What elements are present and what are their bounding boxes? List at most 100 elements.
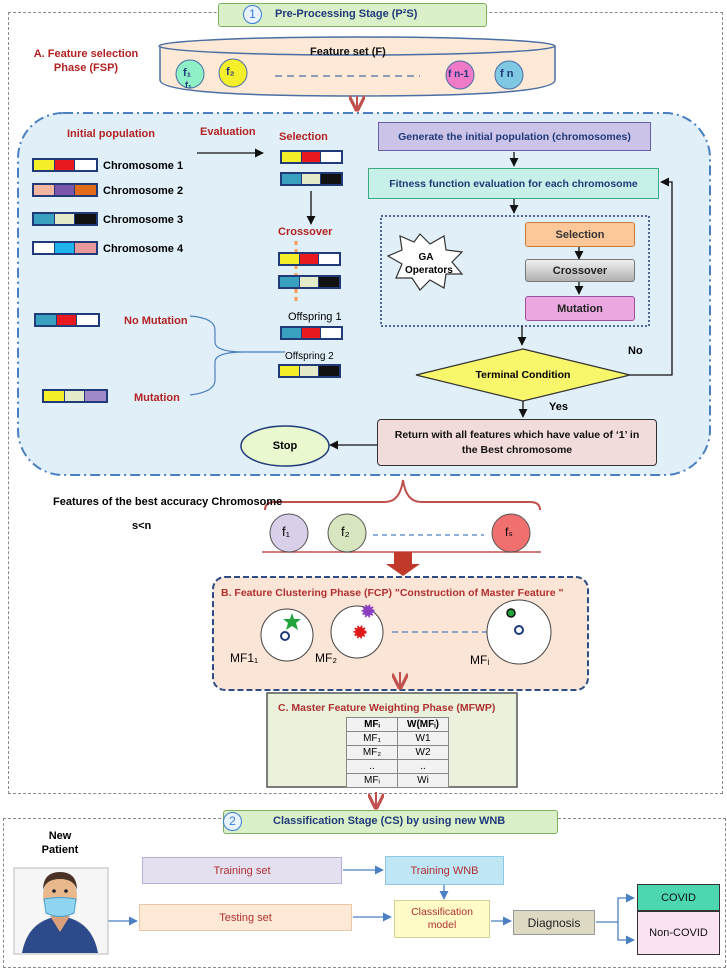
initial-population-label: Initial population xyxy=(67,128,155,140)
selected-chromosome-2 xyxy=(280,172,343,186)
ga-operators-box xyxy=(380,215,650,327)
no-label: No xyxy=(628,345,643,357)
feature-fn-label: f n xyxy=(500,68,514,80)
crossover-chromosome-2 xyxy=(278,275,341,289)
selected-chromosome-1 xyxy=(280,150,343,164)
fcp-title: B. Feature Clustering Phase (FCP) "Const… xyxy=(221,587,564,599)
clusteri-label: MFᵢ xyxy=(470,653,490,667)
training-set-box: Training set xyxy=(142,857,342,884)
mfwp-header-mf: MFᵢ xyxy=(346,717,398,732)
mfwp-cell: MF₂ xyxy=(346,745,398,760)
feature-set-title: Feature set (F) xyxy=(310,46,386,58)
cluster1-star xyxy=(283,613,301,630)
diagnosis-box: Diagnosis xyxy=(513,910,595,935)
chromosome-4-label: Chromosome 4 xyxy=(103,243,184,255)
feature-f1-label: f₁ xyxy=(183,67,192,79)
new-patient-line2: Patient xyxy=(41,844,79,856)
best-condition: s<n xyxy=(132,520,152,532)
best-f1-circle xyxy=(269,513,309,553)
fcp-box xyxy=(212,576,589,691)
mfwp-title: C. Master Feature Weighting Phase (MFWP) xyxy=(278,702,496,714)
classification-line1: Classification xyxy=(411,906,473,918)
training-wnb-box: Training WNB xyxy=(385,856,504,885)
big-red-arrow xyxy=(386,552,420,576)
ga-operators-line2: Operators xyxy=(405,265,453,276)
stop-ellipse xyxy=(240,425,330,467)
mutation-chromosome xyxy=(42,389,108,403)
yes-label: Yes xyxy=(549,401,568,413)
op-crossover-box: Crossover xyxy=(525,259,635,282)
feature-f2-circle xyxy=(218,58,248,88)
arrow-diagnosis-to-noncovid xyxy=(617,922,635,945)
best-features-title: Features of the best accuracy Chromosome xyxy=(53,496,283,508)
feature-fn1-label: f n-1 xyxy=(448,69,470,80)
feature-f1-circle xyxy=(175,59,205,89)
stage2-title: Classification Stage (CS) by using new W… xyxy=(273,815,506,827)
fsp-label-line2: Phase (FSP) xyxy=(53,62,119,74)
stage1-header xyxy=(218,3,487,27)
chromosome-2 xyxy=(32,183,98,197)
stage2-number-badge: 2 xyxy=(223,812,242,831)
chromosome-4 xyxy=(32,241,98,255)
mfwp-cell: MF₁ xyxy=(346,731,398,746)
new-patient-label: New Patient xyxy=(40,829,80,857)
terminal-condition-label: Terminal Condition xyxy=(475,369,571,381)
mfwp-cell: MFᵢ xyxy=(346,773,398,788)
feature-f2-label: f₂ xyxy=(226,66,235,78)
feature-fn1-circle xyxy=(445,60,475,90)
mfwp-cell: W2 xyxy=(397,745,449,760)
table-row: .... xyxy=(346,759,449,774)
offspring-1-label: Offspring 1 xyxy=(288,311,342,323)
best-fs-circle xyxy=(491,513,531,553)
clusteri-green xyxy=(506,608,516,618)
mfwp-table-header: MFᵢ W(MFᵢ) xyxy=(346,717,449,732)
clusteri-blue xyxy=(514,625,524,635)
cluster2-purple xyxy=(361,604,375,618)
arrow-diagnosis-to-covid xyxy=(596,893,635,923)
best-f1-label: f₁ xyxy=(282,524,290,539)
feature-f1-stray-label: f₁ xyxy=(185,80,192,90)
no-mutation-chromosome xyxy=(34,313,100,327)
best-features-brace xyxy=(264,479,541,511)
ga-operators-line1: GA xyxy=(418,252,434,263)
mutation-label: Mutation xyxy=(134,392,180,404)
cluster1-label: MF1₁ xyxy=(230,651,259,665)
testing-set-box: Testing set xyxy=(139,904,352,931)
cluster2-red xyxy=(353,625,367,639)
best-f2-circle xyxy=(327,513,367,553)
op-mutation-box: Mutation xyxy=(525,296,635,321)
feature-fn-circle xyxy=(494,60,524,90)
stage1-number-badge: 1 xyxy=(243,5,262,24)
selection-label: Selection xyxy=(279,131,328,143)
generate-population-box: Generate the initial population (chromos… xyxy=(378,122,651,151)
covid-box: COVID xyxy=(637,884,720,911)
fsp-label-line1: A. Feature selection xyxy=(33,48,139,60)
fsp-label: A. Feature selection Phase (FSP) xyxy=(26,47,146,75)
crossover-label: Crossover xyxy=(278,226,333,238)
chromosome-3-label: Chromosome 3 xyxy=(103,214,184,226)
offspring-1-chromosome xyxy=(280,326,343,340)
return-line2: the Best chromosome xyxy=(461,443,573,456)
op-selection-box: Selection xyxy=(525,222,635,247)
chromosome-1 xyxy=(32,158,98,172)
best-fs-label: fₛ xyxy=(505,525,513,539)
offspring-2-chromosome xyxy=(278,364,341,378)
offspring-2-label: Offspring 2 xyxy=(285,351,334,362)
non-covid-box: Non-COVID xyxy=(637,911,720,955)
no-loop-arrow xyxy=(630,177,673,376)
best-f2-label: f₂ xyxy=(341,524,350,539)
chromosome-1-label: Chromosome 1 xyxy=(103,160,184,172)
chromosome-2-label: Chromosome 2 xyxy=(103,185,184,197)
classification-line2: model xyxy=(427,919,457,931)
mfwp-cell: W1 xyxy=(397,731,449,746)
return-best-box: Return with all features which have valu… xyxy=(377,419,657,466)
return-line1: Return with all features which have valu… xyxy=(394,428,640,441)
fitness-evaluation-box: Fitness function evaluation for each chr… xyxy=(368,168,659,199)
crossover-chromosome-1 xyxy=(278,252,341,266)
ga-operators-label: GA Operators xyxy=(405,251,453,277)
classification-model-box: Classification model xyxy=(394,900,490,938)
cluster2-label: MF₂ xyxy=(315,651,337,665)
